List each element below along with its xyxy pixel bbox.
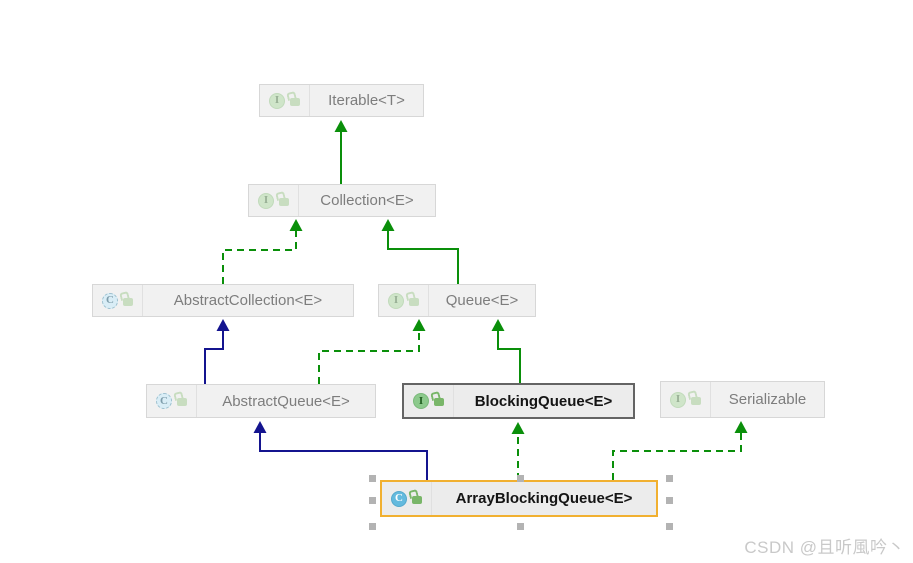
cell-divider [431,482,432,515]
public-lock-icon [177,398,187,406]
node-icons: I [379,292,419,309]
cell-divider [428,285,429,316]
node-label: Collection<E> [320,192,414,209]
node-abstract-queue[interactable]: C AbstractQueue<E> [146,384,376,418]
cell-divider [196,385,197,417]
edge-abstractcollection-implements-collection[interactable] [222,219,303,284]
node-icons: I [661,391,701,408]
node-label: Iterable<T> [328,92,405,109]
selection-handle[interactable] [666,475,673,482]
selection-handle[interactable] [369,523,376,530]
node-label: Serializable [728,391,807,408]
inheritance-arrowhead [511,422,525,434]
public-lock-icon [279,197,289,206]
node-icons: C [147,393,187,409]
public-lock-icon [409,297,419,306]
watermark: CSDN @且听風吟丶 [744,538,905,557]
cell-divider [298,185,299,216]
selection-handle[interactable] [517,475,524,482]
node-serializable[interactable]: I Serializable [660,381,825,418]
node-icons: I [260,92,300,109]
interface-icon: I [413,393,429,409]
node-icons: C [93,292,133,309]
inheritance-arrowhead [491,319,505,331]
inheritance-arrowhead [734,421,748,433]
abstract-class-icon: C [102,292,118,309]
edge-abstractqueue-implements-queue[interactable] [318,319,426,384]
interface-icon: I [258,192,274,209]
interface-icon: I [269,92,285,109]
cell-divider [453,385,454,417]
edge-arrayblockingqueue-implements-serializable[interactable] [612,421,748,480]
node-label: AbstractCollection<E> [173,292,323,309]
node-icons: I [249,192,289,209]
class-icon: C [391,490,407,507]
interface-icon: I [670,391,686,408]
edge-arrayblockingqueue-implements-blockingqueue[interactable] [511,422,525,480]
selection-handle[interactable] [517,523,524,530]
selection-handle[interactable] [369,496,376,504]
edge-collection-extends-iterable[interactable] [334,120,348,184]
node-collection[interactable]: I Collection<E> [248,184,436,217]
cell-divider [309,85,310,116]
edge-blockingqueue-extends-queue[interactable] [491,319,521,383]
node-label: BlockingQueue<E> [474,392,613,410]
node-label: AbstractQueue<E> [222,392,350,410]
node-icons: C [382,490,422,507]
public-lock-icon [691,396,701,405]
selection-handle[interactable] [666,496,673,504]
node-queue[interactable]: I Queue<E> [378,284,536,317]
inheritance-arrowhead [253,421,267,433]
inheritance-arrowhead [216,319,230,331]
public-lock-icon [123,297,133,306]
edge-abstractqueue-extends-abstractcollection[interactable] [204,319,230,384]
edge-arrayblockingqueue-extends-abstractqueue[interactable] [253,421,428,480]
inheritance-arrowhead [289,219,303,231]
cell-divider [142,285,143,316]
cell-divider [710,382,711,417]
interface-icon: I [388,292,404,309]
selection-handle[interactable] [666,523,673,530]
edge-queue-extends-collection[interactable] [381,219,459,284]
node-blocking-queue[interactable]: I BlockingQueue<E> [402,383,635,419]
node-icons: I [404,393,444,409]
node-abstract-collection[interactable]: C AbstractCollection<E> [92,284,354,317]
public-lock-icon [412,495,422,504]
node-iterable[interactable]: I Iterable<T> [259,84,424,117]
node-label: Queue<E> [445,292,519,309]
public-lock-icon [290,97,300,106]
abstract-class-icon: C [156,393,172,409]
node-array-blocking-queue[interactable]: C ArrayBlockingQueue<E> [369,475,673,530]
selection-handle[interactable] [369,475,376,482]
node-label: ArrayBlockingQueue<E> [455,490,633,507]
public-lock-icon [434,398,444,406]
inheritance-arrowhead [412,319,426,331]
inheritance-arrowhead [381,219,395,231]
inheritance-arrowhead [334,120,348,132]
